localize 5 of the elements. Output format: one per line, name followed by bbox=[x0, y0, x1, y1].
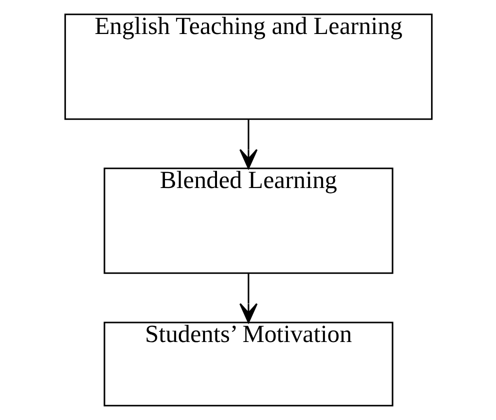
node-box: Blended Learning bbox=[103, 168, 393, 274]
node-box: Students’ Motivation bbox=[103, 322, 393, 406]
node-box: English Teaching and Learning bbox=[64, 14, 432, 120]
arrow bbox=[238, 119, 258, 169]
arrow bbox=[238, 273, 258, 324]
